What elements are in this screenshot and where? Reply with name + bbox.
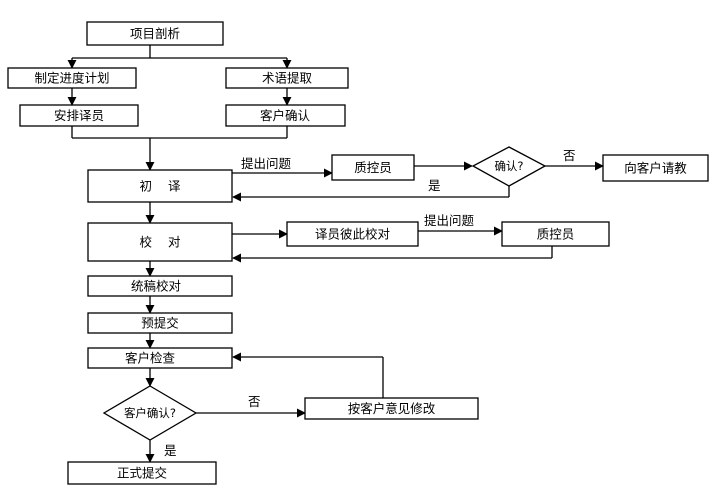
node-proofread: 校 对 [87,222,233,262]
node-label: 项目剖析 [130,26,180,41]
node-label: 质控员 [354,160,392,175]
connectors [67,45,604,463]
edge-label-no-2: 否 [248,394,261,409]
node-unified-proofread: 统稿校对 [87,275,233,297]
node-qc-2: 质控员 [501,221,610,247]
node-revise-per-client: 按客户意见修改 [304,397,479,420]
edge-label-yes-2: 是 [164,443,177,458]
edge-label-raise-question-1: 提出问题 [241,156,292,171]
node-label: 质控员 [537,227,575,242]
node-label: 安排译员 [54,108,104,123]
node-final-submit: 正式提交 [67,461,217,485]
node-qc-1: 质控员 [331,154,415,181]
node-peer-review: 译员彼此校对 [286,221,419,247]
node-label: 确认? [494,159,523,173]
node-label: 客户确认? [124,406,176,420]
node-label: 译员彼此校对 [315,227,390,242]
node-confirm-decision: 确认? [471,146,547,187]
node-client-confirm-decision: 客户确认? [102,385,198,441]
edge-label-raise-question-2: 提出问题 [424,213,475,228]
node-client-confirm-terms: 客户确认 [225,104,346,127]
node-label: 统稿校对 [131,279,181,294]
node-label: 预提交 [141,316,179,331]
edge-label-yes-1: 是 [428,178,441,193]
node-ask-client: 向客户请教 [602,154,709,182]
node-label: 客户检查 [125,351,176,366]
node-label: 术语提取 [262,71,313,86]
node-label: 向客户请教 [624,161,687,176]
edge-label-no-1: 否 [563,148,576,163]
node-label: 正式提交 [117,466,167,481]
node-make-plan: 制定进度计划 [7,67,137,89]
node-project-analysis: 项目剖析 [86,21,224,46]
node-client-check: 客户检查 [87,347,233,369]
node-assign-translators: 安排译员 [19,104,139,127]
node-label: 初 译 [140,179,181,194]
node-pre-submit: 预提交 [87,312,233,334]
node-initial-translation: 初 译 [87,169,233,203]
node-label: 按客户意见修改 [348,401,436,416]
node-label: 客户确认 [260,108,311,123]
node-term-extraction: 术语提取 [225,67,349,89]
node-label: 制定进度计划 [34,71,109,86]
node-label: 校 对 [140,235,181,250]
